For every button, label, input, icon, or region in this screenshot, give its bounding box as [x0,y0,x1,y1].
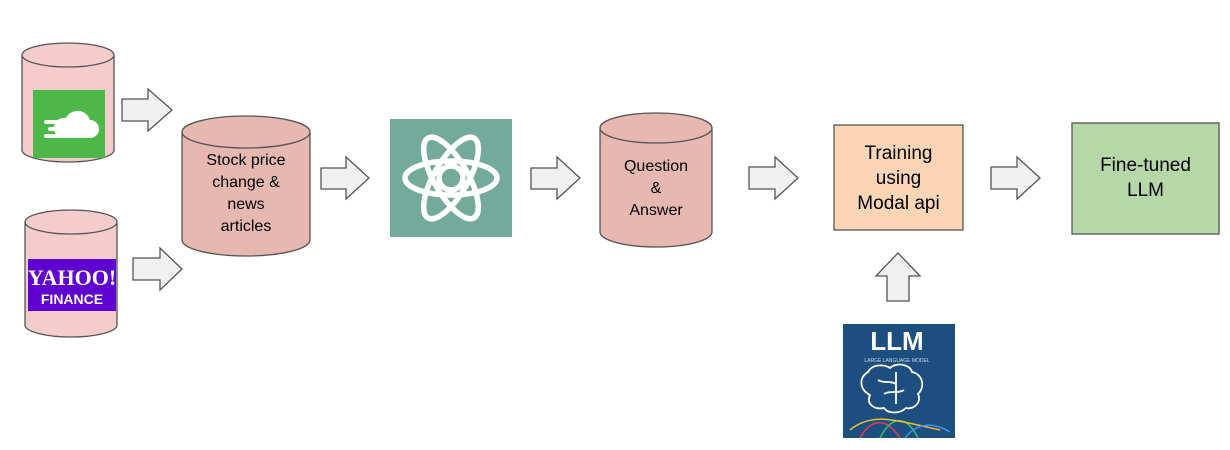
openai-logo [390,119,512,237]
arrow-db-to-openai [320,155,370,201]
arrow-cloud-to-db [121,87,173,133]
llm-book-title: LLM [870,326,923,356]
finetuned-label: Fine-tuned LLM [1100,155,1191,201]
source-cylinder-cloud [21,42,115,163]
finetuned-llm-box [1071,122,1220,235]
yahoo-finance-logo: YAHOO! FINANCE [28,259,116,311]
cloud-logo-icon [33,90,105,158]
llm-book-cover: LLM LARGE LANGUAGE MODEL [843,324,955,439]
stock-news-label: Stock price change & news articles [206,152,286,235]
arrow-llm-to-training [874,252,922,302]
arrow-openai-to-qa [530,155,581,201]
qa-label: Question & Answer [623,158,689,219]
training-box [833,124,964,231]
brain-icon [860,363,924,414]
arrow-training-to-finetuned [990,155,1041,201]
arrow-yahoo-to-db [132,246,183,292]
yahoo-logo-line2: FINANCE [41,291,103,307]
training-label: Training using Modal api [857,142,940,214]
arrow-qa-to-training [748,155,799,201]
yahoo-logo-line1: YAHOO! [28,265,116,290]
source-cylinder-yahoo: YAHOO! FINANCE [24,209,118,338]
llm-book-subtitle: LARGE LANGUAGE MODEL [864,358,930,364]
qa-database [599,112,713,248]
stock-news-database [181,115,311,257]
